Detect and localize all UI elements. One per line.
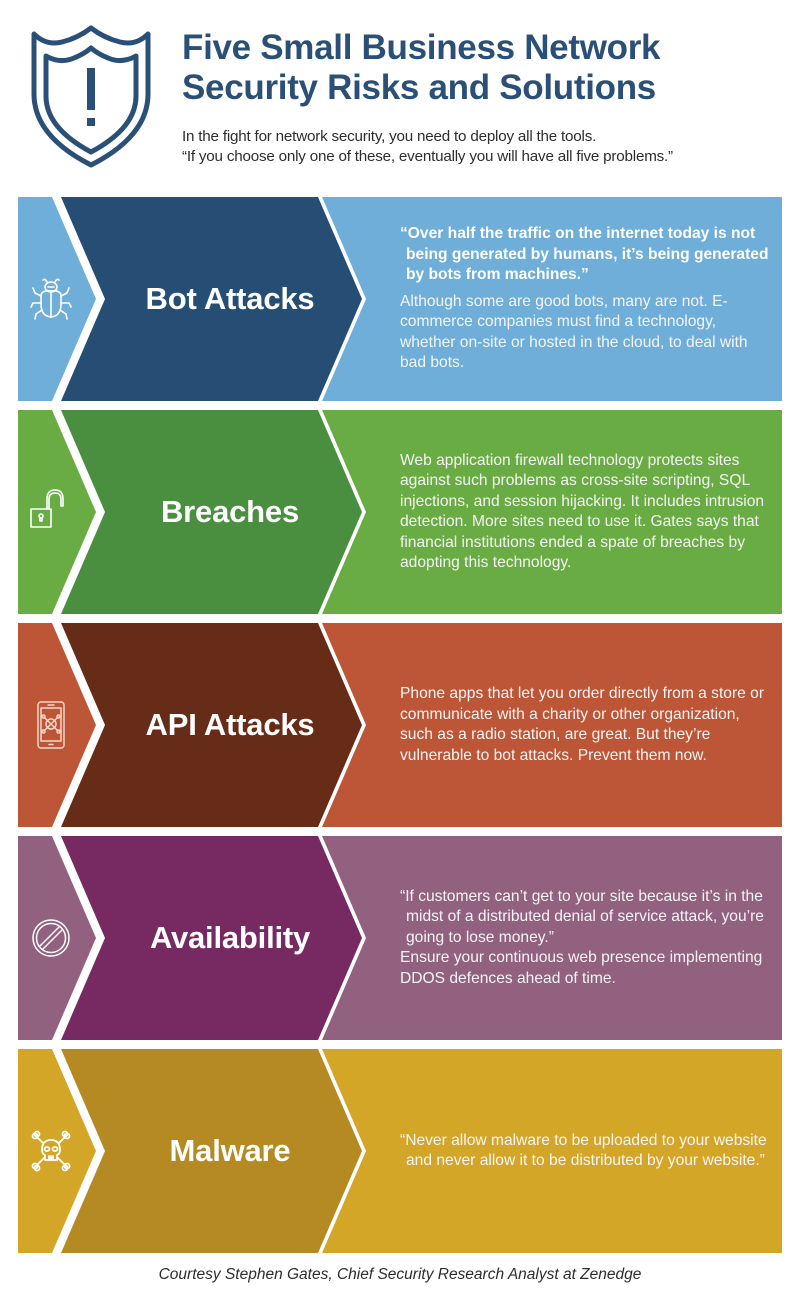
risk-body: Although some are good bots, many are no… (400, 292, 748, 372)
risk-title: Breaches (161, 494, 299, 529)
page-title: Five Small Business Network Security Ris… (182, 28, 661, 108)
page-subtitle: In the fight for network security, you n… (182, 127, 673, 167)
risk-row-availability: Availability “If customers can’t get to … (18, 836, 782, 1040)
risk-row-malware: Malware “Never allow malware to be uploa… (18, 1049, 782, 1253)
subtitle-line-1: In the fight for network security, you n… (182, 128, 597, 145)
risk-row-breaches: Breaches Web application firewall techno… (18, 410, 782, 614)
risk-row-api-attacks: API Attacks Phone apps that let you orde… (18, 623, 782, 827)
risk-quote: “Over half the traffic on the internet t… (400, 225, 769, 284)
row-background (18, 623, 782, 827)
risk-description: Phone apps that let you order directly f… (400, 623, 772, 827)
risk-title: Malware (169, 1133, 291, 1168)
risk-body: Web application firewall technology prot… (400, 451, 765, 572)
risk-description: Web application firewall technology prot… (400, 410, 772, 614)
row-background (18, 1049, 782, 1253)
footer-credit: Courtesy Stephen Gates, Chief Security R… (158, 1266, 642, 1283)
row-background (18, 197, 782, 401)
unlocked-padlock-icon (30, 489, 64, 528)
risk-title: Bot Attacks (145, 281, 315, 316)
title-line-2: Security Risks and Solutions (182, 68, 656, 107)
skull-crossbones-icon (31, 1130, 71, 1172)
risk-quote: “If customers can’t get to your site bec… (400, 887, 764, 946)
title-line-1: Five Small Business Network (182, 28, 661, 67)
risk-body: Phone apps that let you order directly f… (400, 685, 765, 764)
shield-alert-icon (31, 25, 151, 168)
row-background (18, 836, 782, 1040)
risk-quote: “Never allow malware to be uploaded to y… (400, 1131, 767, 1170)
risk-description: “If customers can’t get to your site bec… (400, 836, 772, 1040)
risk-body: Ensure your continuous web presence impl… (400, 949, 763, 987)
risk-row-bot-attacks: Bot Attacks “Over half the traffic on th… (18, 197, 782, 401)
phone-skull-icon (37, 701, 65, 749)
prohibited-icon (32, 919, 70, 957)
risk-title: Availability (149, 920, 311, 955)
subtitle-line-2: “If you choose only one of these, eventu… (182, 148, 673, 165)
bug-icon (30, 278, 72, 320)
risk-description: “Over half the traffic on the internet t… (400, 197, 772, 401)
row-background (18, 410, 782, 614)
risk-title: API Attacks (145, 707, 315, 742)
risk-description: “Never allow malware to be uploaded to y… (400, 1049, 772, 1253)
